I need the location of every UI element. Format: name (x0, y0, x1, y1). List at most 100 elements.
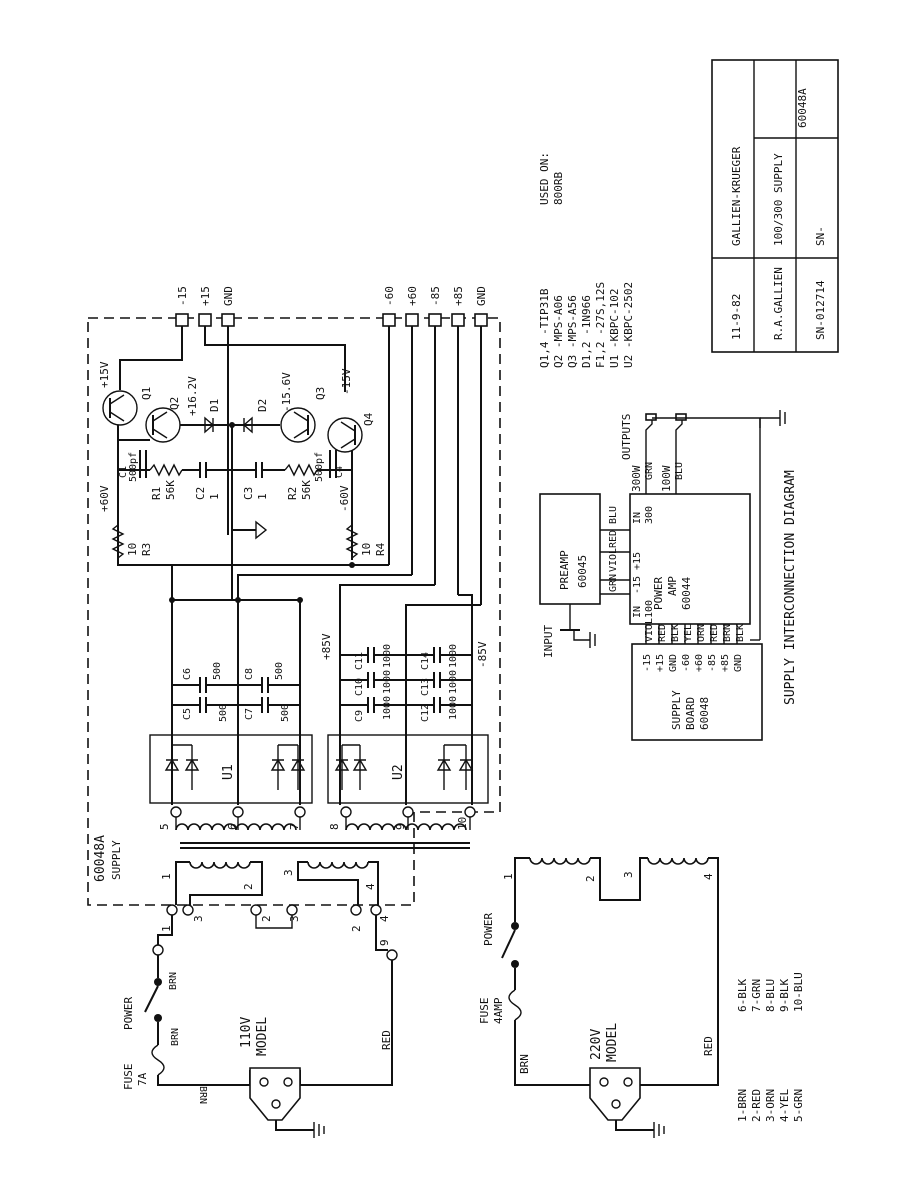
terminal-label: +15 (199, 286, 212, 306)
primary-coil-a (189, 861, 251, 869)
line-plug-110 (249, 1067, 301, 1121)
primary-coil-b (307, 861, 369, 869)
bridge-u2: U2 (327, 734, 489, 804)
terminal-label: GND (222, 286, 235, 306)
label-power-110: POWER (122, 997, 135, 1030)
label-v-minus15: -15V (340, 368, 353, 395)
wire-color-item: 7-GRN (750, 979, 763, 1012)
pin-label: 2 (350, 925, 363, 932)
label-r4-value: 10 (360, 543, 373, 556)
power-amp-number: 60044 (680, 577, 693, 610)
terminal-label: -15 (176, 286, 189, 306)
pin-label: 1 (160, 873, 173, 880)
terminal-label: GND (475, 286, 488, 306)
filter-caps-high: +85V -85V C11 C10 C9 1000 1000 1000 C14 … (320, 630, 489, 805)
preamp-wire: GRN (608, 574, 619, 592)
input-label: INPUT (542, 625, 555, 658)
label-c13: C13 (420, 678, 431, 696)
wire-color-item: 9-BLK (778, 979, 791, 1012)
preamp-label: PREAMP (558, 550, 571, 590)
supply-board-label: BOARD (684, 697, 697, 730)
supply-wire: BLK (670, 624, 681, 642)
ground-symbol (255, 520, 268, 540)
pin-label: 9 (378, 939, 391, 946)
terminal-gnd (221, 313, 235, 327)
supply-terminal: GND (668, 654, 679, 672)
label-r2: R2 (286, 487, 299, 500)
primary-coil-220b (647, 857, 709, 865)
pin-label: 3 (288, 915, 301, 922)
label-c8: C8 (244, 668, 255, 680)
interconnect-diagram: PREAMP 60045 POWER AMP 60044 IN 100 -15 … (539, 410, 798, 741)
pin-label: 9 (394, 823, 407, 830)
wire-color-item: 5-GRN (792, 1089, 805, 1122)
secondary-coil-2 (345, 823, 467, 831)
resistor-r1 (149, 463, 183, 477)
label-v-minus60: -60V (338, 485, 351, 512)
label-c8-value: 500 (274, 662, 285, 680)
transformer-secondary: 5 6 7 8 9 10 (158, 806, 476, 849)
label-c11: C11 (354, 652, 365, 670)
terminal-plus60 (405, 313, 419, 327)
parts-list-item: U1 -KBPC-102 (608, 289, 621, 368)
resistor-r2 (284, 463, 318, 477)
label-c2: C2 (194, 487, 207, 500)
parts-list-item: Q3 -MPS-A56 (566, 295, 579, 368)
label-fuse-220: FUSE (478, 998, 491, 1025)
label-c7: C7 (244, 708, 255, 720)
label-r1-value: 56K (164, 480, 177, 500)
label-q2: Q2 (168, 397, 181, 410)
wire-color-item: 10-BLU (792, 972, 805, 1012)
parts-list-item: Q2 -MPS-A06 (552, 295, 565, 368)
bridge-u2-box (327, 734, 489, 804)
pin-label: 3 (282, 869, 295, 876)
wire-color-item: 8-BLU (764, 979, 777, 1012)
wire-color-item: 1-BRN (736, 1089, 749, 1122)
label-v-plus16: +16.2V (186, 376, 199, 416)
used-on-label: USED ON: (538, 152, 551, 205)
label-r3-value: 10 (126, 543, 139, 556)
transistor-q3 (280, 407, 316, 443)
title-date: 11-9-82 (730, 294, 743, 340)
power-amp-box (629, 493, 751, 625)
terminal-minus60 (382, 313, 396, 327)
secondary-coil-1 (175, 823, 297, 831)
label-fuse-rating-220: 4AMP (492, 997, 505, 1024)
regulator: Q1 +15V Q2 +16.2V D1 D2 Q3 -15.6V Q4 -15… (98, 326, 482, 640)
label-c10-value: 1000 (382, 670, 393, 694)
label-q3: Q3 (314, 387, 327, 400)
amp-pin: 300 (644, 506, 655, 524)
terminal-label: +60 (406, 286, 419, 306)
pin-label: 10 (456, 817, 469, 830)
pin-label: 4 (702, 873, 715, 880)
label-u2: U2 (391, 764, 406, 780)
out100-color: BLU (674, 462, 685, 480)
label-c9: C9 (354, 710, 365, 722)
preamp-number: 60045 (576, 555, 589, 588)
supply-terminal: +15 (655, 654, 666, 672)
amp-pin: IN (632, 512, 643, 524)
used-on: USED ON: 800RB (538, 152, 565, 205)
pin-label: 2 (242, 883, 255, 890)
pin-label: 3 (192, 915, 205, 922)
label-q4: Q4 (362, 412, 375, 426)
ground-symbol (313, 1122, 325, 1138)
supply-terminal: +60 (694, 654, 705, 672)
primary-110v: 1 2 3 4 1 3 2 3 2 4 9 BRN POWER BRN FUSE… (122, 861, 398, 1138)
label-q1: Q1 (140, 387, 153, 400)
ground-symbol (760, 410, 786, 426)
wire-color-item: 6-BLK (736, 979, 749, 1012)
terminals-top: -15 +15 GND (175, 286, 235, 327)
label-c10: C10 (354, 678, 365, 696)
pin-label: 7 (288, 823, 301, 830)
ground-symbol (653, 1122, 665, 1138)
outputs-label: OUTPUTS (620, 414, 633, 460)
parts-list-item: D1,2 -1N966 (580, 295, 593, 368)
primary-220v: 1 2 3 4 POWER FUSE 4AMP BRN RED 220V MOD… (478, 857, 719, 1138)
amp-pin: +15 (632, 552, 643, 570)
wire-color-item: 3-ORN (764, 1089, 777, 1122)
preamp-wire: RED (608, 530, 619, 548)
title-block: 11-9-82 GALLIEN-KRUEGER R.A.GALLIEN 100/… (711, 59, 839, 353)
terminal-minus15 (175, 313, 189, 327)
